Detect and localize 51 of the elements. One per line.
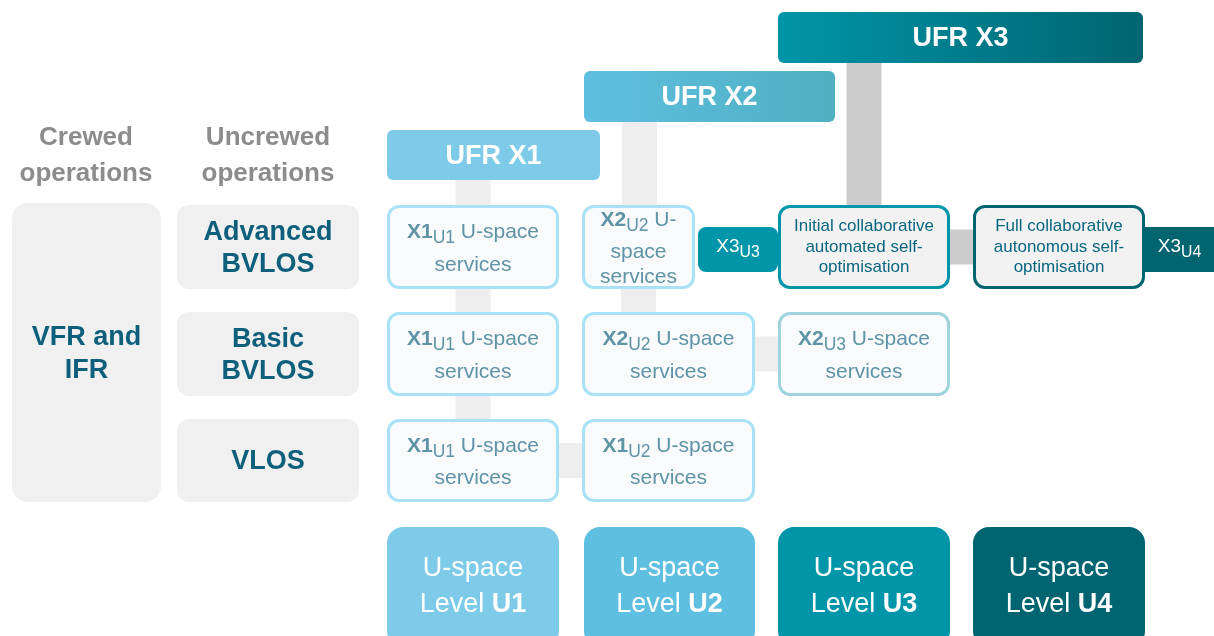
service-box	[387, 205, 559, 289]
connector-bar	[622, 122, 657, 205]
box-label: VFR and IFR	[30, 320, 143, 385]
column-heading: Uncrewed operations	[200, 120, 336, 189]
column-heading: Crewed operations	[18, 120, 154, 189]
box-label: X2$_{U2}$ U-space services	[599, 205, 678, 289]
service-box	[582, 312, 755, 396]
level-tag	[1145, 227, 1214, 272]
service-box	[387, 312, 559, 396]
service-box	[582, 419, 755, 502]
box-label: VLOS	[231, 444, 305, 477]
box-label: U-space Level U2	[615, 551, 724, 620]
bar-label: UFR X3	[912, 21, 1009, 54]
service-box	[778, 312, 950, 396]
connector-bar	[455, 180, 491, 205]
service-box	[973, 205, 1145, 289]
connector-bar	[621, 289, 656, 312]
connector-bar	[455, 289, 491, 312]
service-box	[582, 205, 695, 289]
ufr-bar	[778, 12, 1143, 63]
box-label: U-space Level U1	[418, 551, 528, 620]
level-box	[387, 527, 559, 636]
ufr-bar	[387, 130, 600, 180]
box-label: Initial collaborative automated self-optimisation	[793, 216, 935, 278]
connector-bar	[559, 443, 582, 478]
connector-bar	[950, 229, 973, 265]
bar-label: UFR X2	[661, 80, 758, 113]
bar-label: UFR X1	[445, 138, 542, 172]
box-label: X1$_{U1}$ U-space services	[405, 218, 541, 276]
box-label: X1$_{U1}$ U-space services	[405, 431, 541, 490]
ufr-bar	[584, 71, 835, 122]
box-label: Basic BVLOS	[220, 321, 316, 387]
level-box	[584, 527, 755, 636]
tag-label: X3$_{U4}$	[1157, 235, 1202, 262]
box-label: Advanced BVLOS	[202, 214, 334, 280]
box-label: X1$_{U2}$ U-space services	[601, 431, 736, 490]
connector-bar	[846, 63, 882, 205]
service-box	[778, 205, 950, 289]
connector-bar	[755, 336, 778, 372]
connector-bar	[455, 396, 491, 419]
box-label: X2$_{U2}$ U-space services	[601, 325, 736, 383]
tag-label: X3$_{U3}$	[716, 235, 760, 262]
box-label: U-space Level U3	[809, 551, 919, 620]
level-box	[973, 527, 1145, 636]
level-box	[778, 527, 950, 636]
service-box	[387, 419, 559, 502]
level-tag	[698, 227, 778, 272]
box-label: Full collaborative autonomous self-optimisation	[992, 216, 1126, 278]
box-label: U-space Level U4	[1004, 551, 1114, 620]
box-label: X2$_{U3}$ U-space services	[796, 325, 932, 383]
box-label: X1$_{U1}$ U-space services	[405, 325, 541, 383]
